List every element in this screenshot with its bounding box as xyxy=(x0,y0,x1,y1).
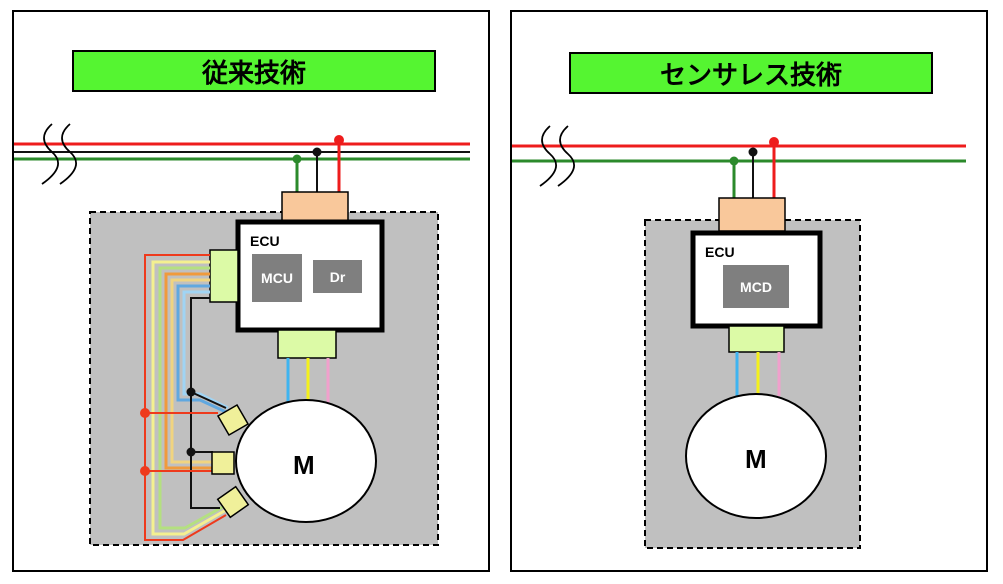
junction-node xyxy=(140,408,150,418)
signal-tap-node xyxy=(748,147,758,157)
junction-node xyxy=(140,466,150,476)
motor-port xyxy=(277,329,337,359)
sensor-wire xyxy=(158,266,227,530)
motor-label: M xyxy=(293,450,315,480)
hall-sensor xyxy=(216,485,250,519)
ecu-connector xyxy=(281,191,349,223)
sensor-wire xyxy=(176,284,227,414)
mcu-chip: MCU xyxy=(252,254,302,302)
conventional-title: 従来技術 xyxy=(72,50,436,92)
motor-label: M xyxy=(745,444,767,474)
hall-sensor xyxy=(211,451,235,475)
break-mark-icon xyxy=(539,125,557,187)
junction-node xyxy=(186,447,196,457)
power-tap-node xyxy=(334,135,344,145)
signal-tap-node xyxy=(312,147,322,157)
motor xyxy=(235,399,377,523)
motor-port xyxy=(728,325,785,353)
sensor-wire xyxy=(170,278,213,464)
break-mark-icon xyxy=(557,125,575,187)
ecu-label: ECU xyxy=(705,244,735,260)
sensor-port xyxy=(209,249,239,303)
ecu-connector xyxy=(718,197,786,232)
sensor-wire xyxy=(182,290,229,410)
sensor-wire xyxy=(164,272,213,470)
junction-node xyxy=(186,387,196,397)
motor xyxy=(685,393,827,519)
sensor-wire xyxy=(144,254,227,541)
ground-wire xyxy=(190,391,227,409)
break-mark-icon xyxy=(41,123,59,185)
sensorless-title: センサレス技術 xyxy=(569,52,933,94)
driver-chip: Dr xyxy=(313,260,362,293)
power-tap-node xyxy=(769,137,779,147)
ground-tap-node xyxy=(292,154,302,164)
mcd-chip: MCD xyxy=(723,265,789,308)
ground-tap-node xyxy=(729,156,739,166)
break-mark-icon xyxy=(59,123,77,185)
ground-wire xyxy=(190,297,220,509)
ecu-label: ECU xyxy=(250,233,280,249)
sensor-wire xyxy=(151,260,227,536)
hall-sensor xyxy=(216,403,250,437)
